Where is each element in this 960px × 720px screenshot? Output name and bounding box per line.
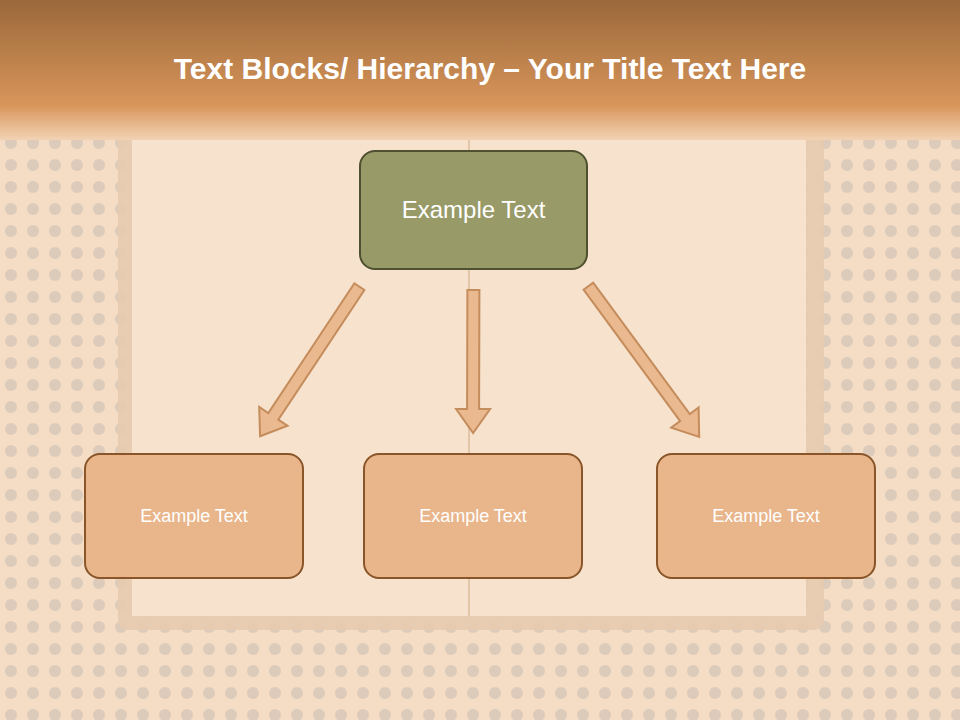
child-box: Example Text: [363, 453, 583, 579]
box-text: Example Text: [712, 506, 820, 527]
child-box: Example Text: [656, 453, 876, 579]
box-text: Example Text: [402, 196, 546, 224]
dot-pattern: [0, 130, 960, 720]
slide-title: Text Blocks/ Hierarchy – Your Title Text…: [0, 52, 960, 86]
block-arrow: [584, 283, 700, 437]
root-box: Example Text: [359, 150, 588, 270]
box-text: Example Text: [140, 506, 248, 527]
box-text: Example Text: [419, 506, 527, 527]
child-box: Example Text: [84, 453, 304, 579]
block-arrow: [456, 290, 490, 433]
block-arrow: [259, 283, 364, 436]
